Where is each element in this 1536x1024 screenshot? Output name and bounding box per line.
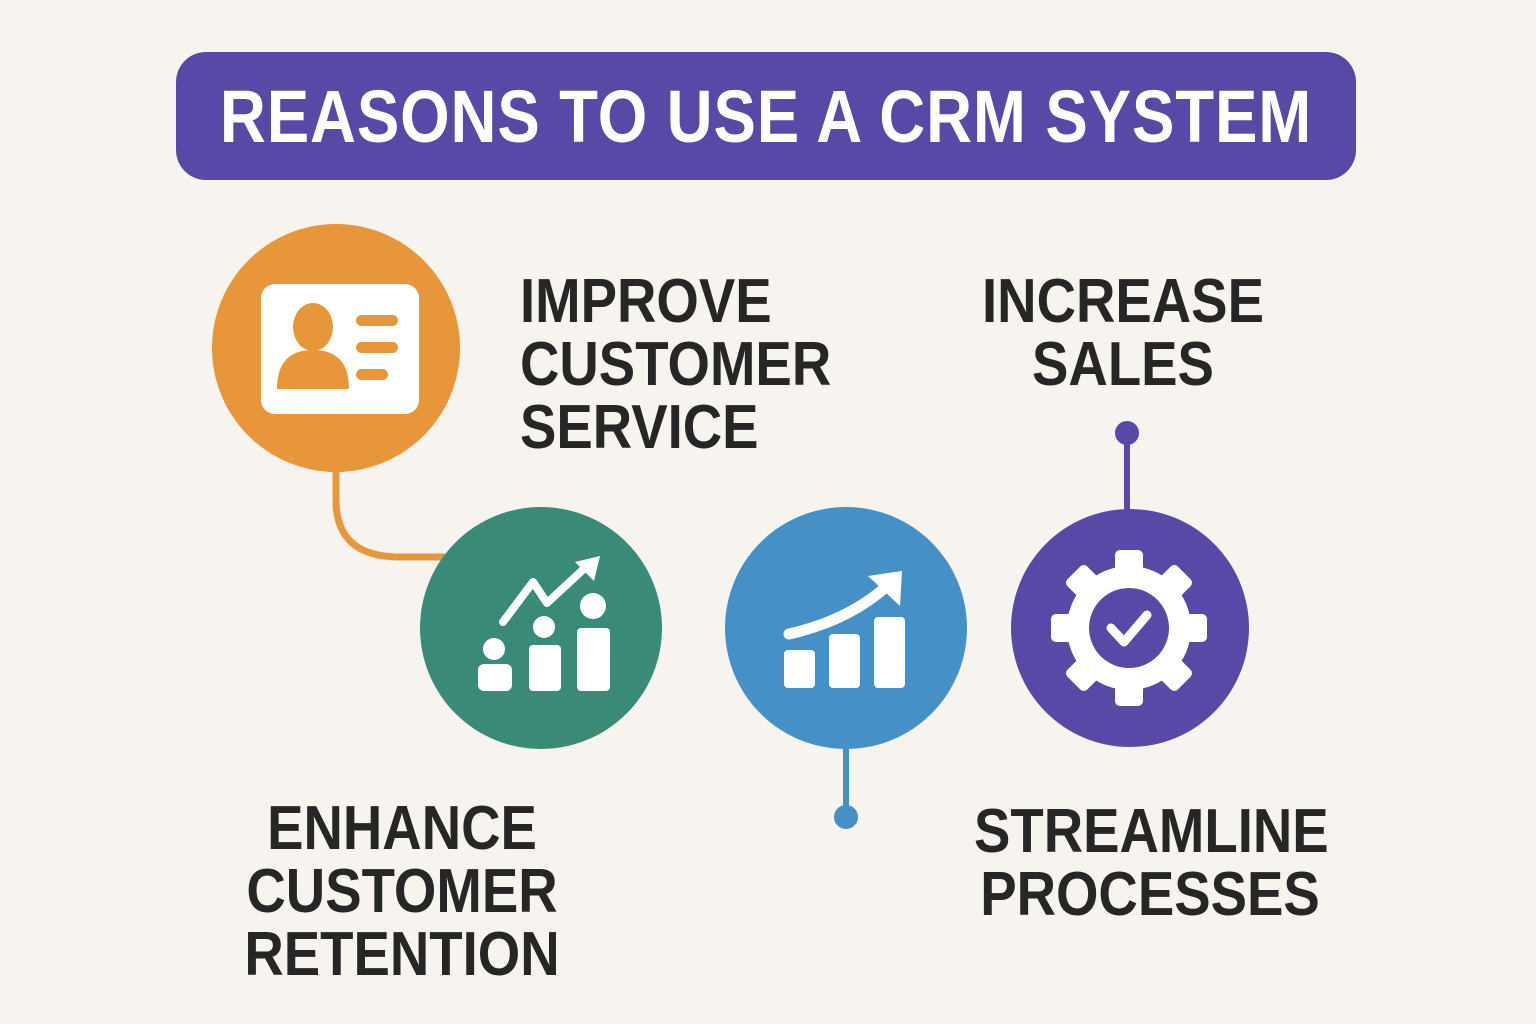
label-line: INCREASE (982, 267, 1264, 336)
label-streamline-processes: STREAMLINE PROCESSES (950, 800, 1350, 926)
label-increase-sales: INCREASE SALES (950, 270, 1296, 396)
label-line: STREAMLINE (974, 797, 1329, 866)
label-line: IMPROVE (520, 267, 772, 336)
label-line: SERVICE (520, 393, 759, 462)
label-line: RETENTION (244, 920, 560, 989)
purple-connector-dot (1115, 421, 1139, 445)
blue-connector-dot (834, 805, 858, 829)
label-improve-customer-service: IMPROVE CUSTOMER SERVICE (520, 270, 874, 459)
page-title: REASONS TO USE A CRM SYSTEM (219, 74, 1313, 158)
label-line: ENHANCE (267, 794, 537, 863)
bar-chart-arrow-icon (783, 571, 905, 688)
orange-connector (332, 470, 445, 561)
label-line: PROCESSES (980, 860, 1320, 929)
label-enhance-customer-retention: ENHANCE CUSTOMER RETENTION (220, 797, 584, 986)
label-line: CUSTOMER (520, 330, 832, 399)
title-banner: REASONS TO USE A CRM SYSTEM (176, 52, 1356, 180)
label-line: CUSTOMER (246, 857, 558, 926)
growth-chart-people-icon (478, 556, 610, 691)
label-line: SALES (1032, 330, 1214, 399)
gear-check-icon (1051, 550, 1207, 706)
contact-card-icon (261, 284, 419, 414)
blue-circle (725, 507, 967, 749)
